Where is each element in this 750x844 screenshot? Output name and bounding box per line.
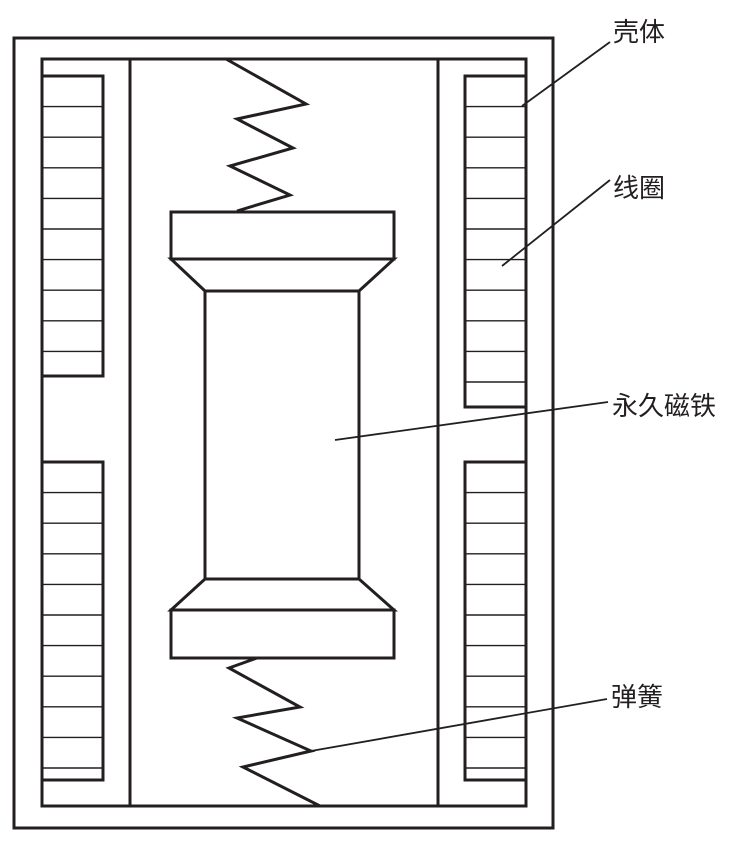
magnet-bottom-taper xyxy=(167,577,398,612)
permanent-magnet xyxy=(167,210,398,660)
label-spring: 弹簧 xyxy=(611,683,664,713)
coil-frame xyxy=(40,460,105,782)
coil-bottom-left xyxy=(40,460,105,782)
leader-spring xyxy=(310,698,608,752)
leader-magnet xyxy=(334,401,609,441)
spring-bottom xyxy=(225,656,321,808)
housing-inner xyxy=(40,57,528,808)
magnet-body xyxy=(203,289,361,581)
spring-top xyxy=(225,57,311,213)
magnet-top-cap xyxy=(169,210,396,261)
leader-housing xyxy=(521,41,611,107)
leader-coil xyxy=(501,179,611,267)
magnet-bottom-cap xyxy=(169,608,396,660)
coil-bottom-right xyxy=(463,460,528,782)
coil-top-right xyxy=(463,74,528,409)
coil-group xyxy=(40,74,528,782)
housing-outer xyxy=(12,36,555,830)
magnet-top-taper xyxy=(167,257,398,293)
coil-frame xyxy=(463,74,528,409)
coil-top-left xyxy=(40,74,105,378)
label-magnet: 永久磁铁 xyxy=(612,392,717,422)
label-housing: 壳体 xyxy=(613,18,666,48)
label-coil: 线圈 xyxy=(613,174,666,204)
coil-frame xyxy=(40,74,105,378)
coil-frame xyxy=(463,460,528,782)
